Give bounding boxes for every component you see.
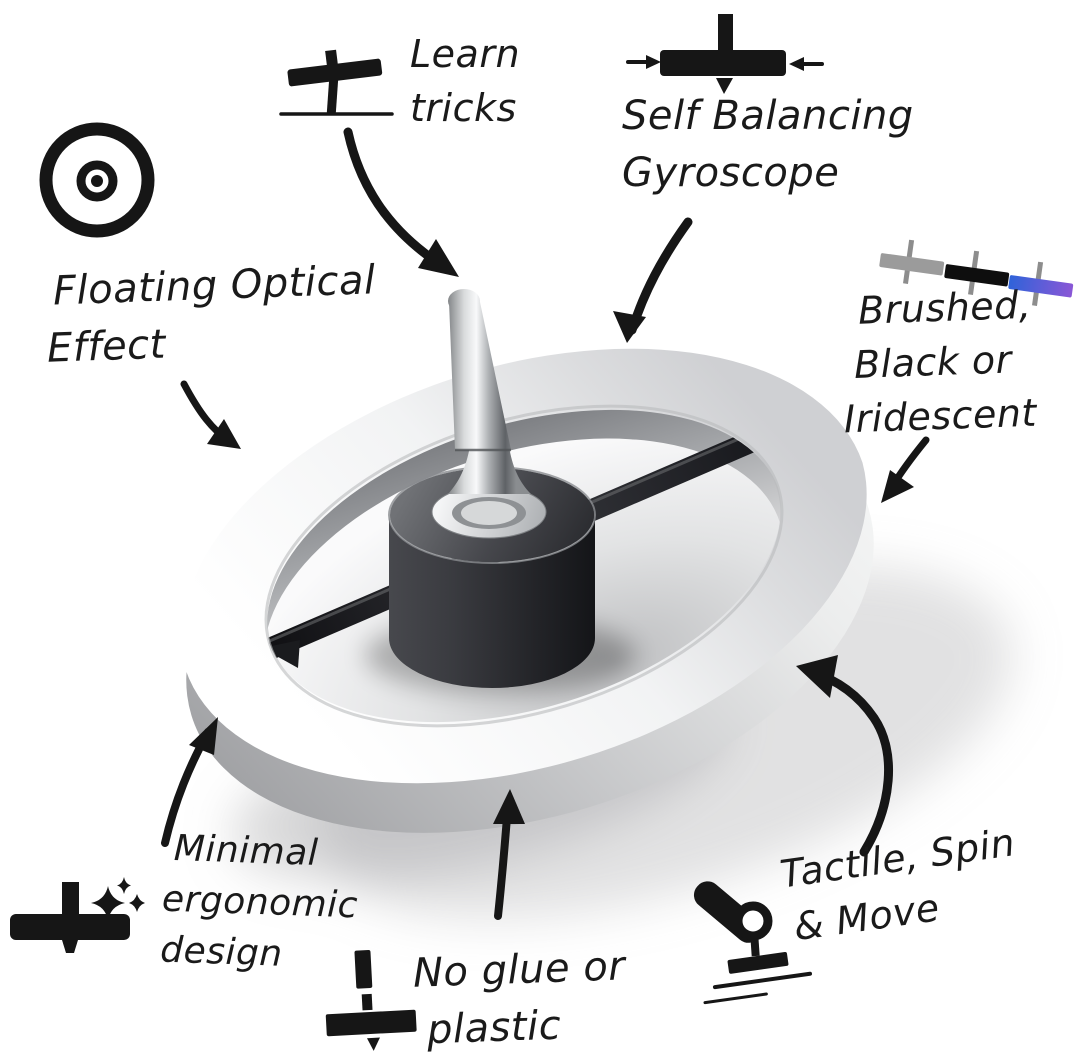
learn-tricks-label: Learn tricks [410, 28, 520, 136]
floating-optical-arrow [180, 380, 241, 449]
hand-spinning-top-icon [693, 881, 813, 1005]
finishes-arrow [881, 436, 930, 503]
label-line: tricks [410, 85, 517, 130]
finish-tops-icon [879, 239, 1074, 306]
spindle [448, 289, 531, 494]
label-line: plastic [426, 1002, 562, 1054]
label-line: No glue or [412, 943, 626, 997]
label-line: Effect [46, 321, 167, 372]
label-line: Minimal [173, 827, 319, 874]
label-line: Gyroscope [622, 149, 840, 196]
floating-optical-label: Floating Optical Effect [44, 252, 378, 377]
exploded-top-icon [325, 950, 417, 1051]
label-line: ergonomic [161, 878, 359, 927]
ring-top-face [181, 348, 867, 784]
self-balancing-icon [626, 14, 824, 94]
label-line: Black or [853, 337, 1013, 387]
label-line: design [159, 929, 284, 976]
label-line: Brushed, [857, 282, 1033, 333]
minimal-design-label: Minimal ergonomic design [159, 823, 360, 983]
learn-tricks-icon [279, 49, 394, 116]
top-with-sparkles-icon [10, 877, 145, 953]
minimal-design-arrow [161, 717, 218, 847]
no-glue-label: No glue or plastic [412, 938, 628, 1059]
tactile-arrow [796, 655, 893, 857]
no-glue-arrow [493, 789, 525, 920]
label-line: Iridescent [843, 390, 1038, 442]
label-line: Self Balancing [622, 93, 914, 139]
self-balancing-label: Self Balancing Gyroscope [622, 88, 914, 202]
label-line: Floating Optical [52, 257, 377, 315]
self-balancing-arrow [613, 217, 693, 343]
label-line: Learn [410, 32, 521, 76]
finishes-label: Brushed, Black or Iridescent [839, 279, 1037, 447]
learn-tricks-arrow [343, 127, 459, 277]
concentric-circles-icon [39, 122, 155, 238]
